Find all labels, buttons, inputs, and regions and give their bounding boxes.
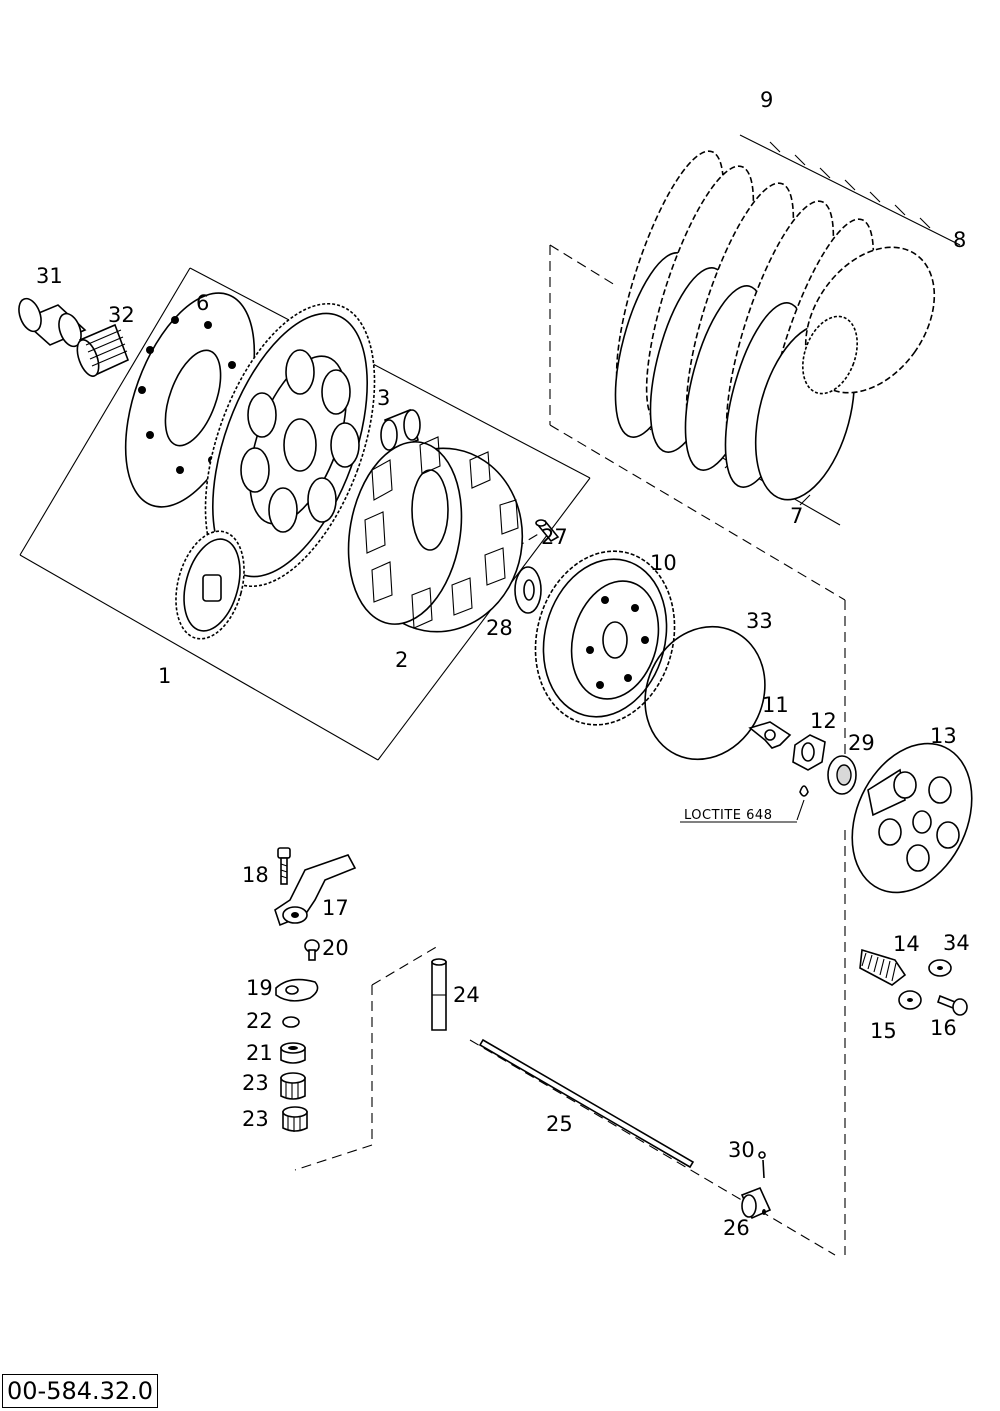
label-2: 2: [395, 648, 408, 672]
clutch-lever-part-17: [274, 854, 357, 927]
label-29: 29: [848, 731, 875, 755]
bolt-part-18: [277, 847, 291, 885]
label-20: 20: [322, 936, 349, 960]
label-28: 28: [486, 616, 513, 640]
group-bracket-plates: [514, 244, 846, 1255]
piston-part-26: [740, 1186, 772, 1220]
washer-part-34: [928, 959, 952, 977]
label-26: 26: [723, 1216, 750, 1240]
label-22: 22: [246, 1009, 273, 1033]
release-shaft-part-24: [431, 958, 447, 1031]
group-bracket-lower: [294, 945, 836, 1256]
pushrod-part-25: [478, 1038, 695, 1169]
label-15: 15: [870, 1019, 897, 1043]
bushing-part-31: [18, 297, 87, 348]
label-10: 10: [650, 551, 677, 575]
label-24: 24: [453, 983, 480, 1007]
lock-washer-part-11: [748, 721, 792, 749]
label-27: 27: [541, 525, 568, 549]
needle-bearing-part-32: [76, 323, 130, 378]
screw-part-16: [937, 994, 968, 1016]
clutch-plate-stack: [614, 134, 961, 526]
group-bracket-left: [19, 267, 591, 761]
pressure-plate-part-13: [851, 742, 973, 894]
label-19: 19: [246, 976, 273, 1000]
washer-part-28: [514, 566, 542, 614]
label-13: 13: [930, 724, 957, 748]
label-17: 17: [322, 896, 349, 920]
plate-part-19: [275, 978, 319, 1002]
label-34: 34: [943, 931, 970, 955]
washer-part-15: [898, 990, 922, 1010]
label-12: 12: [810, 709, 837, 733]
label-14: 14: [893, 932, 920, 956]
label-16: 16: [930, 1016, 957, 1040]
clutch-hub-part-10: [534, 550, 676, 726]
label-11: 11: [762, 693, 789, 717]
pin-part-27: [535, 519, 560, 543]
label-9: 9: [760, 88, 773, 112]
label-23-upper: 23: [242, 1071, 269, 1095]
label-1: 1: [158, 664, 171, 688]
loctite-annotation: LOCTITE 648: [684, 808, 772, 823]
label-18: 18: [242, 863, 269, 887]
label-6: 6: [196, 291, 209, 315]
label-25: 25: [546, 1112, 573, 1136]
needle-bearing-part-23-lower: [282, 1106, 308, 1132]
loctite-drop-icon: [799, 785, 809, 797]
part-labels: 1 2 3 6 7 8 9 10 11 12 13 14 15 16 17 18…: [36, 88, 970, 1240]
label-3: 3: [377, 386, 390, 410]
seal-part-21: [280, 1042, 306, 1064]
needle-bearing-part-23-upper: [280, 1072, 306, 1100]
spring-part-14: [859, 948, 907, 986]
screw-part-20: [304, 939, 320, 961]
bearing-part-29: [827, 755, 857, 795]
o-ring-part-33: [644, 625, 766, 761]
label-30: 30: [728, 1138, 755, 1162]
ball-part-30: [758, 1151, 766, 1179]
label-8: 8: [953, 228, 966, 252]
label-31: 31: [36, 264, 63, 288]
label-33: 33: [746, 609, 773, 633]
primary-gear-part-1: [175, 302, 376, 640]
nut-part-12: [792, 734, 826, 771]
label-7: 7: [790, 504, 803, 528]
label-23-lower: 23: [242, 1107, 269, 1131]
label-21: 21: [246, 1041, 273, 1065]
clutch-basket-part-2: [347, 436, 524, 633]
bushing-part-3: [380, 408, 421, 452]
reference-number: 00-584.32.0: [2, 1374, 159, 1408]
label-32: 32: [108, 303, 135, 327]
o-ring-part-22: [282, 1016, 300, 1028]
